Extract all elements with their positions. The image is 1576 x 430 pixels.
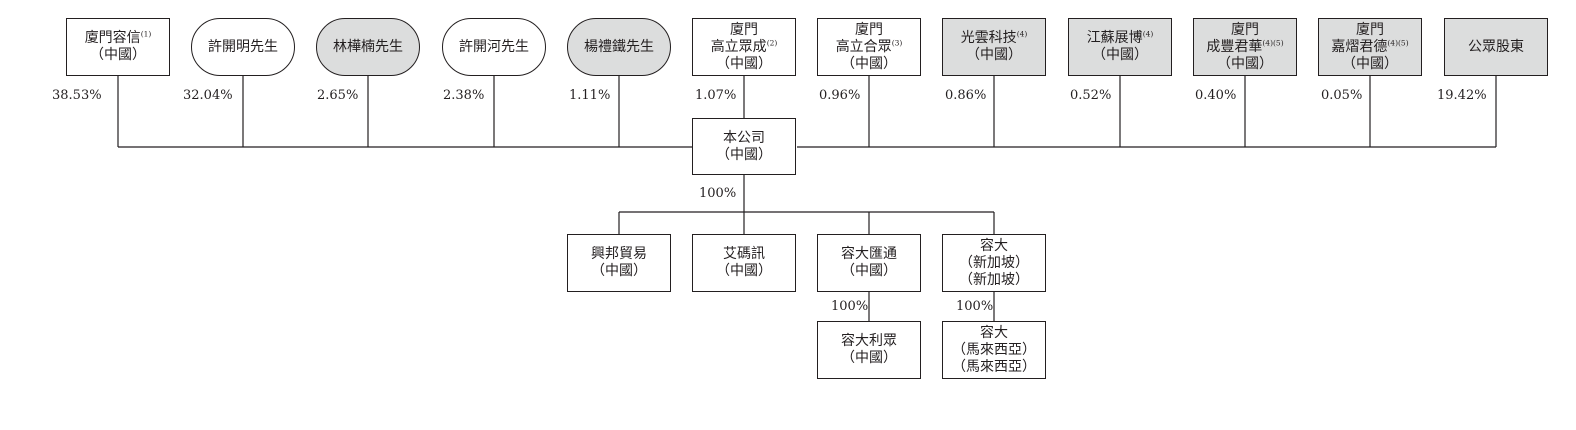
shareholder-name: 廈門 — [1231, 21, 1259, 38]
subsidiary-name: 容大 — [980, 237, 1008, 254]
subsidiary-name: 容大匯通 — [841, 246, 897, 262]
shareholder-name: 江蘇展博 — [1086, 30, 1143, 46]
subsidiary-name: 容大 — [980, 324, 1008, 341]
shareholder-jurisdiction: （中國） — [841, 55, 897, 72]
shareholder-name: 公眾股東 — [1468, 38, 1524, 55]
shareholder-xiamen-gaoli-zhongcheng: 廈門 高立眾成(2) （中國） — [692, 18, 796, 76]
company-jurisdiction: （中國） — [716, 146, 772, 163]
subsidiary-xingbang-trading: 興邦貿易 （中國） — [567, 234, 671, 292]
shareholding-pct: 32.04% — [183, 88, 233, 103]
shareholder-name: 廈門 — [1356, 21, 1384, 38]
subsidiary-name: 興邦貿易 — [591, 246, 647, 262]
shareholding-pct: 2.38% — [443, 88, 485, 103]
shareholder-yang-litie: 楊禮鐵先生 — [567, 18, 671, 76]
shareholder-xu-kaiming: 許開明先生 — [191, 18, 295, 76]
shareholder-name: 廈門 — [730, 21, 758, 38]
shareholder-jiangsu-zhanbo: 江蘇展博(4) （中國） — [1068, 18, 1172, 76]
subsidiary-rongda-singapore: 容大 （新加坡） （新加坡） — [942, 234, 1046, 292]
shareholding-pct: 2.65% — [317, 88, 359, 103]
company-subsidiary-pct: 100% — [699, 186, 737, 201]
shareholder-name: 楊禮鐵先生 — [584, 38, 654, 55]
shareholder-jurisdiction: （中國） — [1217, 55, 1273, 72]
shareholder-xiamen-jiayi-junde: 廈門 嘉熠君德(4)(5) （中國） — [1318, 18, 1422, 76]
shareholder-name: 光雲科技 — [960, 30, 1017, 46]
shareholding-pct: 0.05% — [1321, 88, 1363, 103]
shareholding-pct: 1.11% — [569, 88, 611, 103]
subsidiary-jurisdiction: （新加坡） — [959, 271, 1029, 288]
shareholder-jurisdiction: （中國） — [1342, 55, 1398, 72]
company-node: 本公司 （中國） — [692, 118, 796, 175]
subsidiary-rongda-lizhong: 容大利眾 （中國） — [817, 321, 921, 379]
footnote-marker: (4)(5) — [1387, 37, 1409, 47]
shareholder-name-line2: 高立眾成 — [710, 38, 767, 55]
footnote-marker: (1) — [140, 29, 152, 39]
shareholding-pct: 38.53% — [52, 88, 102, 103]
shareholder-name: 廈門 — [855, 21, 883, 38]
second-level-pct: 100% — [831, 299, 869, 314]
shareholder-name: 林樺楠先生 — [333, 38, 403, 55]
shareholding-pct: 19.42% — [1437, 88, 1487, 103]
company-name: 本公司 — [723, 129, 765, 146]
subsidiary-jurisdiction: （馬來西亞） — [952, 358, 1036, 375]
shareholding-pct: 0.96% — [819, 88, 861, 103]
shareholder-name-line2: 嘉熠君德 — [1331, 38, 1388, 55]
shareholder-jurisdiction: （中國） — [1092, 47, 1148, 63]
shareholder-name-line2: 成豐君華 — [1206, 38, 1263, 55]
subsidiary-name-line2: （馬來西亞） — [952, 341, 1036, 358]
shareholder-xu-kaihe: 許開河先生 — [442, 18, 546, 76]
subsidiary-rongda-malaysia: 容大 （馬來西亞） （馬來西亞） — [942, 321, 1046, 379]
shareholder-xiamen-gaoli-hezhong: 廈門 高立合眾(3) （中國） — [817, 18, 921, 76]
shareholder-public: 公眾股東 — [1444, 18, 1548, 76]
footnote-marker: (4)(5) — [1262, 37, 1284, 47]
shareholder-name: 許開明先生 — [208, 38, 278, 55]
shareholder-jurisdiction: （中國） — [90, 47, 146, 63]
shareholder-name: 許開河先生 — [459, 38, 529, 55]
subsidiary-jurisdiction: （中國） — [716, 263, 772, 279]
shareholder-guangyun-tech: 光雲科技(4) （中國） — [942, 18, 1046, 76]
shareholder-jurisdiction: （中國） — [966, 47, 1022, 63]
subsidiary-jurisdiction: （中國） — [591, 263, 647, 279]
subsidiary-name: 容大利眾 — [841, 333, 897, 349]
shareholder-xiamen-chengfeng-junhua: 廈門 成豐君華(4)(5) （中國） — [1193, 18, 1297, 76]
shareholder-jurisdiction: （中國） — [716, 55, 772, 72]
footnote-marker: (4) — [1142, 29, 1154, 39]
second-level-pct: 100% — [956, 299, 994, 314]
subsidiary-name-line2: （新加坡） — [959, 254, 1029, 271]
shareholding-pct: 0.86% — [945, 88, 987, 103]
footnote-marker: (3) — [891, 37, 903, 47]
shareholding-pct: 0.40% — [1195, 88, 1237, 103]
footnote-marker: (2) — [766, 37, 778, 47]
footnote-marker: (4) — [1016, 29, 1028, 39]
subsidiary-name: 艾碼訊 — [723, 246, 765, 262]
shareholder-xiamen-rongxin: 廈門容信(1) （中國） — [66, 18, 170, 76]
subsidiary-jurisdiction: （中國） — [841, 350, 897, 366]
shareholder-name: 廈門容信 — [84, 30, 141, 46]
shareholding-pct: 0.52% — [1070, 88, 1112, 103]
shareholding-pct: 1.07% — [695, 88, 737, 103]
subsidiary-rongda-huitong: 容大匯通 （中國） — [817, 234, 921, 292]
shareholder-lin-huanan: 林樺楠先生 — [316, 18, 420, 76]
shareholder-name-line2: 高立合眾 — [835, 38, 892, 55]
subsidiary-aimaxun: 艾碼訊 （中國） — [692, 234, 796, 292]
subsidiary-jurisdiction: （中國） — [841, 263, 897, 279]
